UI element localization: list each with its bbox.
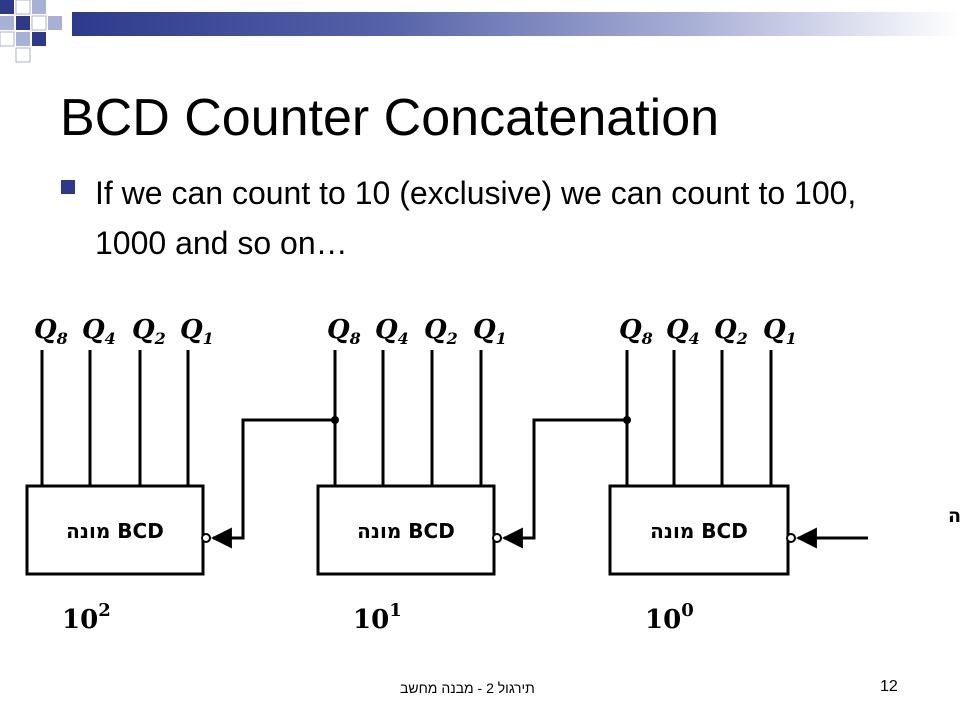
title-bar-gradient xyxy=(72,12,960,36)
clock-input-bubble xyxy=(786,533,796,543)
counter-box-label: BCD מונה xyxy=(357,519,455,543)
output-label: Q8 xyxy=(34,315,68,348)
bcd-counter-diagram: BCD מונה Q8 Q4 Q2 Q1 102 BCD מונה Q8 Q4 Q2 Q1 101 BC… xyxy=(25,315,960,635)
page-number: 12 xyxy=(880,678,898,695)
digit-power-label: 101 xyxy=(353,600,402,635)
output-label: Q8 xyxy=(619,315,653,348)
output-label: Q1 xyxy=(763,315,797,348)
counter-box-label: BCD מונה xyxy=(650,519,748,543)
bullet-text: If we can count to 10 (exclusive) we can… xyxy=(95,175,857,261)
carry-wire xyxy=(210,418,335,549)
counter-box xyxy=(608,484,790,576)
footer-text: תירגול 2 - מבנה מחשב xyxy=(400,680,535,696)
corner-decoration xyxy=(0,0,62,63)
clock-input-bubble xyxy=(492,533,502,543)
output-label: Q4 xyxy=(82,315,116,348)
counter-box xyxy=(25,484,205,576)
output-label: Q8 xyxy=(327,315,361,348)
output-label: Q4 xyxy=(666,315,700,348)
output-label: Q2 xyxy=(132,315,166,348)
counter-box xyxy=(316,484,496,576)
digit-power-label: 102 xyxy=(62,600,111,635)
count-pulses-label: דופקי מנייה xyxy=(948,505,960,527)
output-label: Q1 xyxy=(180,315,214,348)
slide-title: BCD Counter Concatenation xyxy=(60,89,720,147)
carry-wire xyxy=(501,418,627,549)
output-label: Q4 xyxy=(375,315,409,348)
bullet-square-icon xyxy=(61,180,75,194)
output-label: Q1 xyxy=(473,315,507,348)
output-label: Q2 xyxy=(424,315,458,348)
counter-box-label: BCD מונה xyxy=(66,519,164,543)
clock-input-bubble xyxy=(201,533,211,543)
output-label: Q2 xyxy=(714,315,748,348)
digit-power-label: 100 xyxy=(645,600,694,635)
